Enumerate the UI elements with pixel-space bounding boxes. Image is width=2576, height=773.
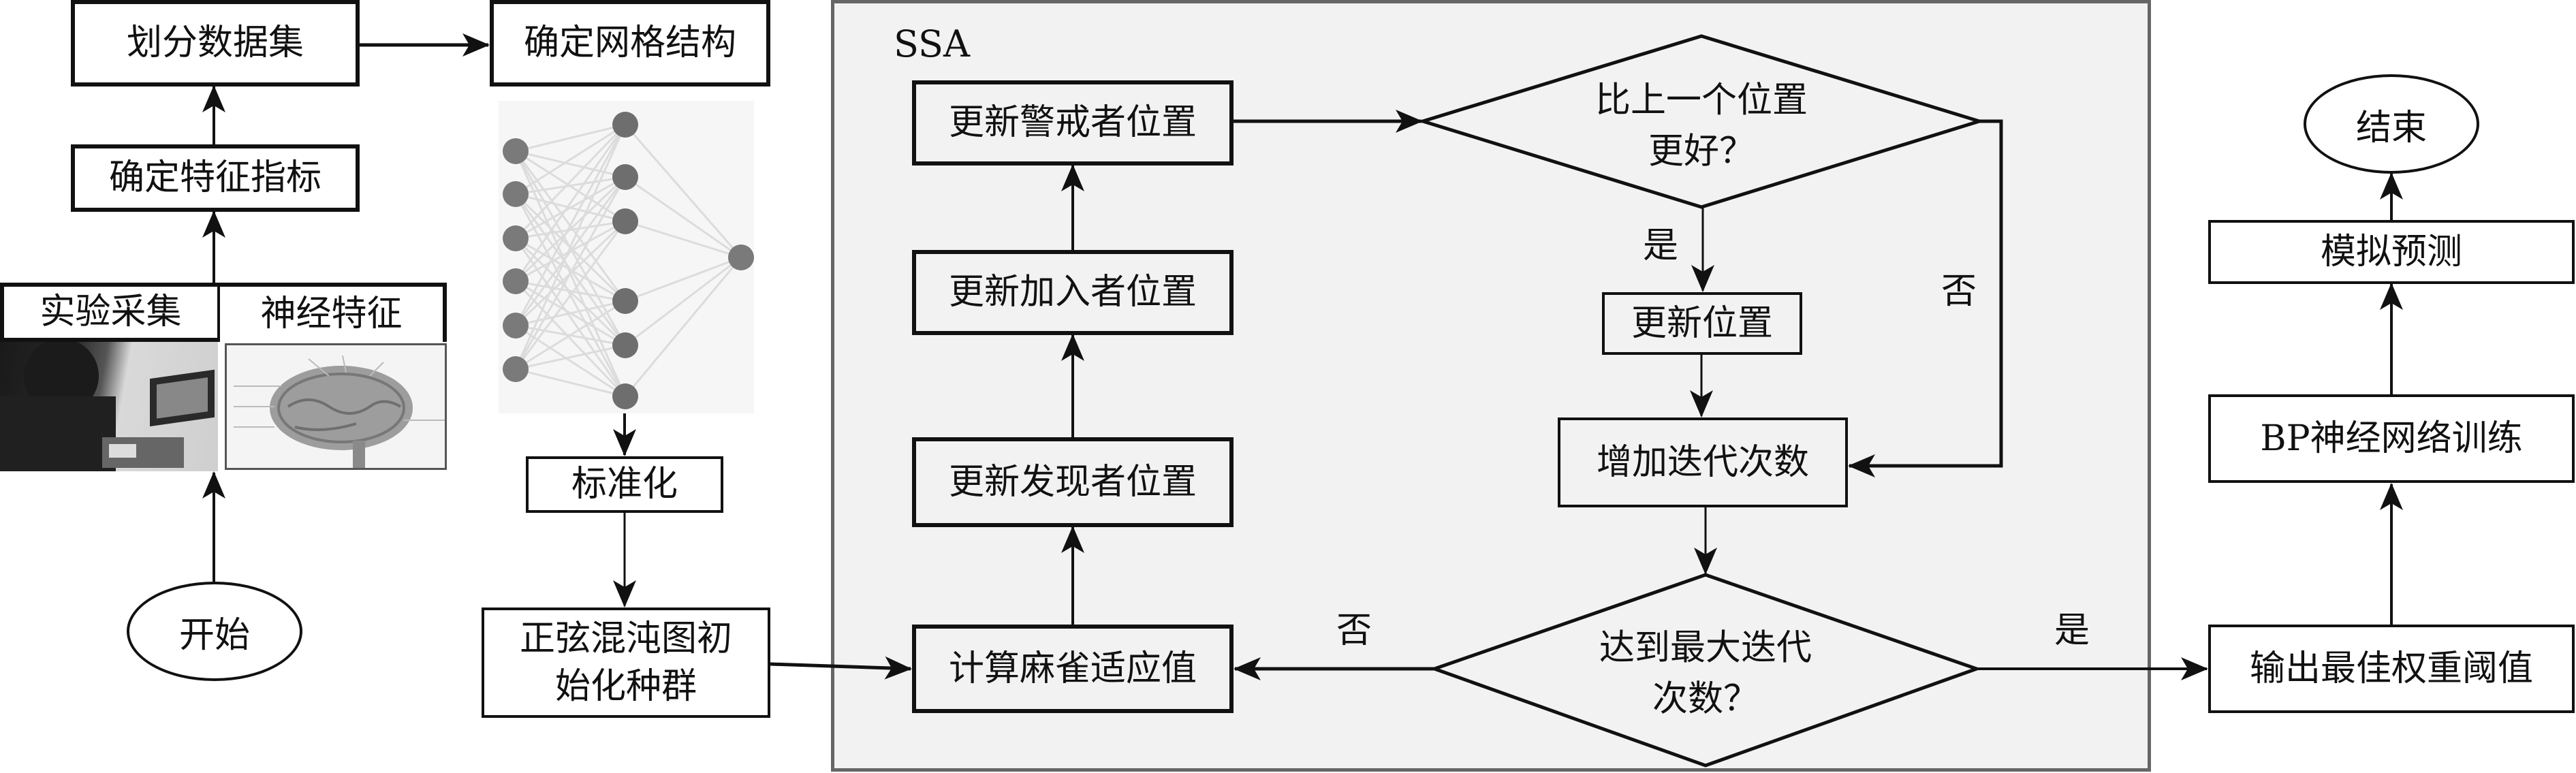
brain-diagram bbox=[225, 343, 447, 470]
nn-edge bbox=[515, 237, 626, 302]
network-structure-box: 确定网格结构 bbox=[490, 0, 770, 86]
yes-label: 是 bbox=[1643, 225, 1679, 266]
update-position-box: 更新位置 bbox=[1602, 292, 1802, 355]
nn-edge bbox=[515, 123, 626, 195]
arrow-init-to-fitness bbox=[770, 656, 912, 680]
nn-edge bbox=[514, 176, 627, 326]
start-ellipse: 开始 bbox=[127, 582, 302, 681]
collect-header-box: 实验采集 bbox=[0, 283, 219, 342]
nn-hidden-node bbox=[612, 112, 638, 138]
nn-edge bbox=[514, 221, 627, 370]
init-population-line-2: 始化种群 bbox=[554, 666, 697, 707]
yes-label-bottom: 是 bbox=[2054, 610, 2090, 651]
nn-edge bbox=[624, 257, 742, 397]
nn-output-node bbox=[728, 244, 754, 270]
nn-hidden-node bbox=[612, 288, 638, 314]
nn-edge bbox=[624, 124, 742, 258]
nn-hidden-node bbox=[612, 164, 638, 190]
nn-edge bbox=[515, 344, 626, 370]
nn-edge bbox=[514, 124, 627, 370]
increase-iter-box: 增加迭代次数 bbox=[1558, 417, 1848, 507]
no-label-bottom: 否 bbox=[1336, 610, 1372, 651]
nn-edge bbox=[515, 176, 626, 195]
end-ellipse: 结束 bbox=[2304, 74, 2479, 174]
nn-edge bbox=[625, 220, 742, 259]
output-best-box: 输出最佳权重阈值 bbox=[2208, 625, 2575, 713]
update-discoverer-box: 更新发现者位置 bbox=[912, 437, 1234, 527]
max-iter-line-1: 达到最大迭代 bbox=[1599, 627, 1812, 669]
nn-edge bbox=[515, 123, 626, 153]
experiment-photo bbox=[0, 342, 218, 471]
bp-train-box: BP神经网络训练 bbox=[2208, 394, 2575, 483]
nn-edge bbox=[515, 300, 626, 370]
nn-input-node bbox=[503, 313, 529, 338]
nn-input-node bbox=[503, 268, 529, 294]
nn-edge bbox=[515, 150, 626, 178]
better-decision-line-2: 更好？ bbox=[1648, 131, 1755, 172]
compute-fitness-box: 计算麻雀适应值 bbox=[912, 625, 1234, 713]
arrow-no-loop bbox=[1848, 119, 2003, 477]
better-decision-text: 比上一个位置 更好？ bbox=[1595, 76, 1808, 178]
simulate-predict-box: 模拟预测 bbox=[2208, 220, 2575, 284]
nn-hidden-node bbox=[612, 383, 638, 409]
nn-edge bbox=[625, 256, 742, 347]
split-dataset-box: 划分数据集 bbox=[71, 0, 360, 86]
nn-edge bbox=[514, 123, 627, 240]
max-iter-line-2: 次数？ bbox=[1652, 679, 1759, 720]
nn-input-node bbox=[503, 181, 529, 207]
nn-edge bbox=[514, 176, 627, 283]
update-joiner-box: 更新加入者位置 bbox=[912, 250, 1234, 335]
update-vigilant-box: 更新警戒者位置 bbox=[912, 80, 1234, 165]
better-decision-line-1: 比上一个位置 bbox=[1595, 80, 1808, 121]
nn-edge bbox=[514, 124, 627, 326]
normalize-box: 标准化 bbox=[526, 456, 723, 513]
nn-hidden-node bbox=[612, 208, 638, 234]
init-population-line-1: 正弦混沌图初 bbox=[519, 618, 732, 659]
nn-edge bbox=[625, 176, 742, 259]
nn-edge bbox=[515, 368, 626, 398]
brain-diagram-art bbox=[234, 355, 445, 468]
ssa-title: SSA bbox=[894, 22, 971, 65]
neural-network-diagram bbox=[499, 101, 754, 413]
no-label: 否 bbox=[1941, 271, 1977, 312]
nn-edge bbox=[515, 176, 626, 240]
nn-edge bbox=[514, 176, 627, 370]
nn-edge bbox=[514, 124, 627, 282]
feature-index-box: 确定特征指标 bbox=[71, 144, 360, 212]
neural-network-art bbox=[503, 112, 754, 409]
init-population-box: 正弦混沌图初 始化种群 bbox=[482, 608, 770, 718]
experiment-photo-art bbox=[0, 342, 215, 471]
nn-edge bbox=[515, 300, 626, 327]
decision-better-diamond bbox=[1417, 34, 1985, 209]
nn-input-node bbox=[503, 138, 529, 164]
neural-header-box: 神经特征 bbox=[218, 283, 447, 342]
nn-edge bbox=[515, 280, 626, 302]
max-iter-decision-text: 达到最大迭代 次数？ bbox=[1599, 623, 1812, 726]
decision-max-iter-diamond bbox=[1429, 573, 1982, 768]
nn-edge bbox=[625, 256, 742, 302]
nn-hidden-node bbox=[612, 332, 638, 358]
nn-input-node bbox=[503, 225, 529, 251]
nn-input-node bbox=[503, 356, 529, 382]
ssa-panel bbox=[831, 0, 2151, 772]
